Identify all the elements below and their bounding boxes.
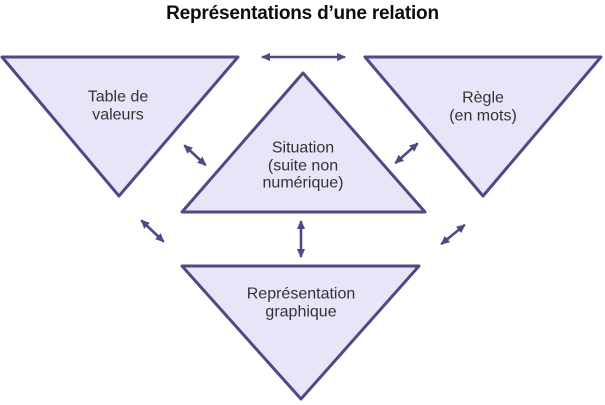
arrow-regle-graphique-icon bbox=[440, 224, 466, 245]
arrow-situation-regle-icon bbox=[394, 142, 419, 164]
triangle-representation-graphique bbox=[180, 264, 421, 401]
triangle-situation bbox=[180, 71, 427, 214]
label-representation-graphique: Représentation graphique bbox=[246, 285, 356, 320]
label-situation: Situation (suite non numérique) bbox=[262, 139, 344, 192]
arrow-table-situation-icon bbox=[183, 144, 207, 166]
label-regle-en-mots: Règle (en mots) bbox=[449, 89, 517, 124]
arrow-table-graphique-icon bbox=[140, 219, 165, 243]
label-table-de-valeurs: Table de valeurs bbox=[87, 88, 149, 123]
diagram-title: Représentations d’une relation bbox=[166, 3, 439, 24]
triangle-table-de-valeurs bbox=[0, 55, 240, 198]
triangle-regle-en-mots bbox=[363, 55, 603, 198]
